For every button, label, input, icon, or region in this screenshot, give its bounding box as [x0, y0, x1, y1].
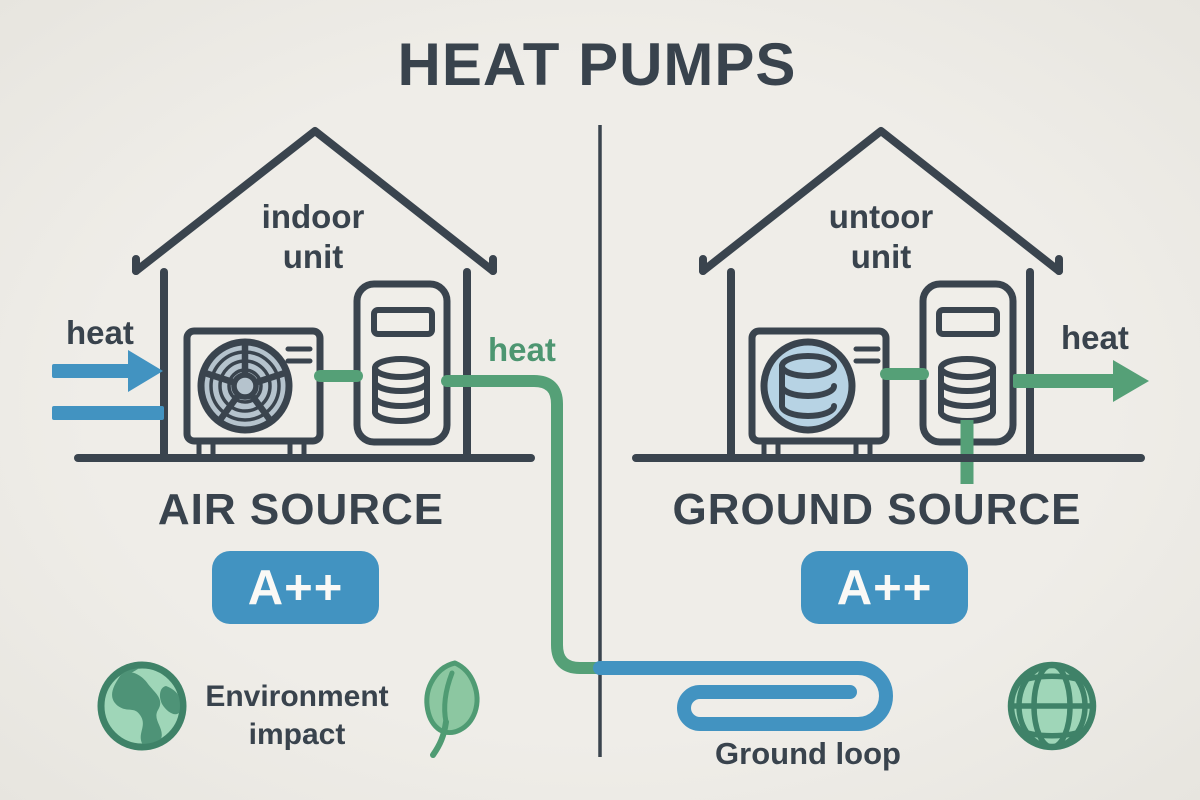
fan-unit-icon	[183, 327, 324, 460]
vent-lines-icon	[853, 346, 881, 364]
display-icon	[371, 307, 435, 337]
efficiency-rating: A++	[836, 560, 933, 615]
page-title: HEAT PUMPS	[397, 31, 797, 98]
leaf-icon	[424, 660, 480, 758]
hydro-unit-left-icon	[353, 280, 451, 446]
globe-icon	[1007, 661, 1097, 751]
heat-in-bar-icon	[52, 406, 164, 420]
coil-icon	[372, 356, 430, 424]
heat-out-arrow-icon	[1013, 360, 1149, 402]
compressor-unit-icon	[748, 327, 890, 460]
earth-icon	[97, 661, 187, 751]
air-source-label: AIR SOURCE	[157, 485, 445, 534]
hydro-unit-right-icon	[919, 280, 1017, 446]
heat-in-arrows-icon	[52, 350, 164, 420]
ground-loop-label: Ground loop	[715, 736, 901, 771]
heat-in-label-left: heat	[66, 314, 134, 351]
ground-source-label: GROUND SOURCE	[672, 485, 1082, 534]
right-house-label: untoor unit	[828, 198, 934, 276]
left-house-label: indoor unit	[261, 198, 365, 276]
ground-loop-pipe-icon	[593, 661, 893, 731]
heat-pipes	[314, 368, 929, 674]
display-icon	[936, 307, 1000, 337]
efficiency-badge-left: A++	[212, 551, 379, 624]
efficiency-rating: A++	[247, 560, 344, 615]
right-house-icon	[699, 127, 1063, 461]
environment-impact-label: Environment impact	[205, 680, 389, 752]
heat-out-label-left: heat	[488, 331, 556, 368]
efficiency-badge-right: A++	[801, 551, 968, 624]
vent-lines-icon	[285, 346, 313, 364]
heat-out-pipe-left	[441, 375, 606, 674]
left-house-icon	[132, 127, 497, 461]
heat-out-label-right: heat	[1061, 319, 1129, 356]
